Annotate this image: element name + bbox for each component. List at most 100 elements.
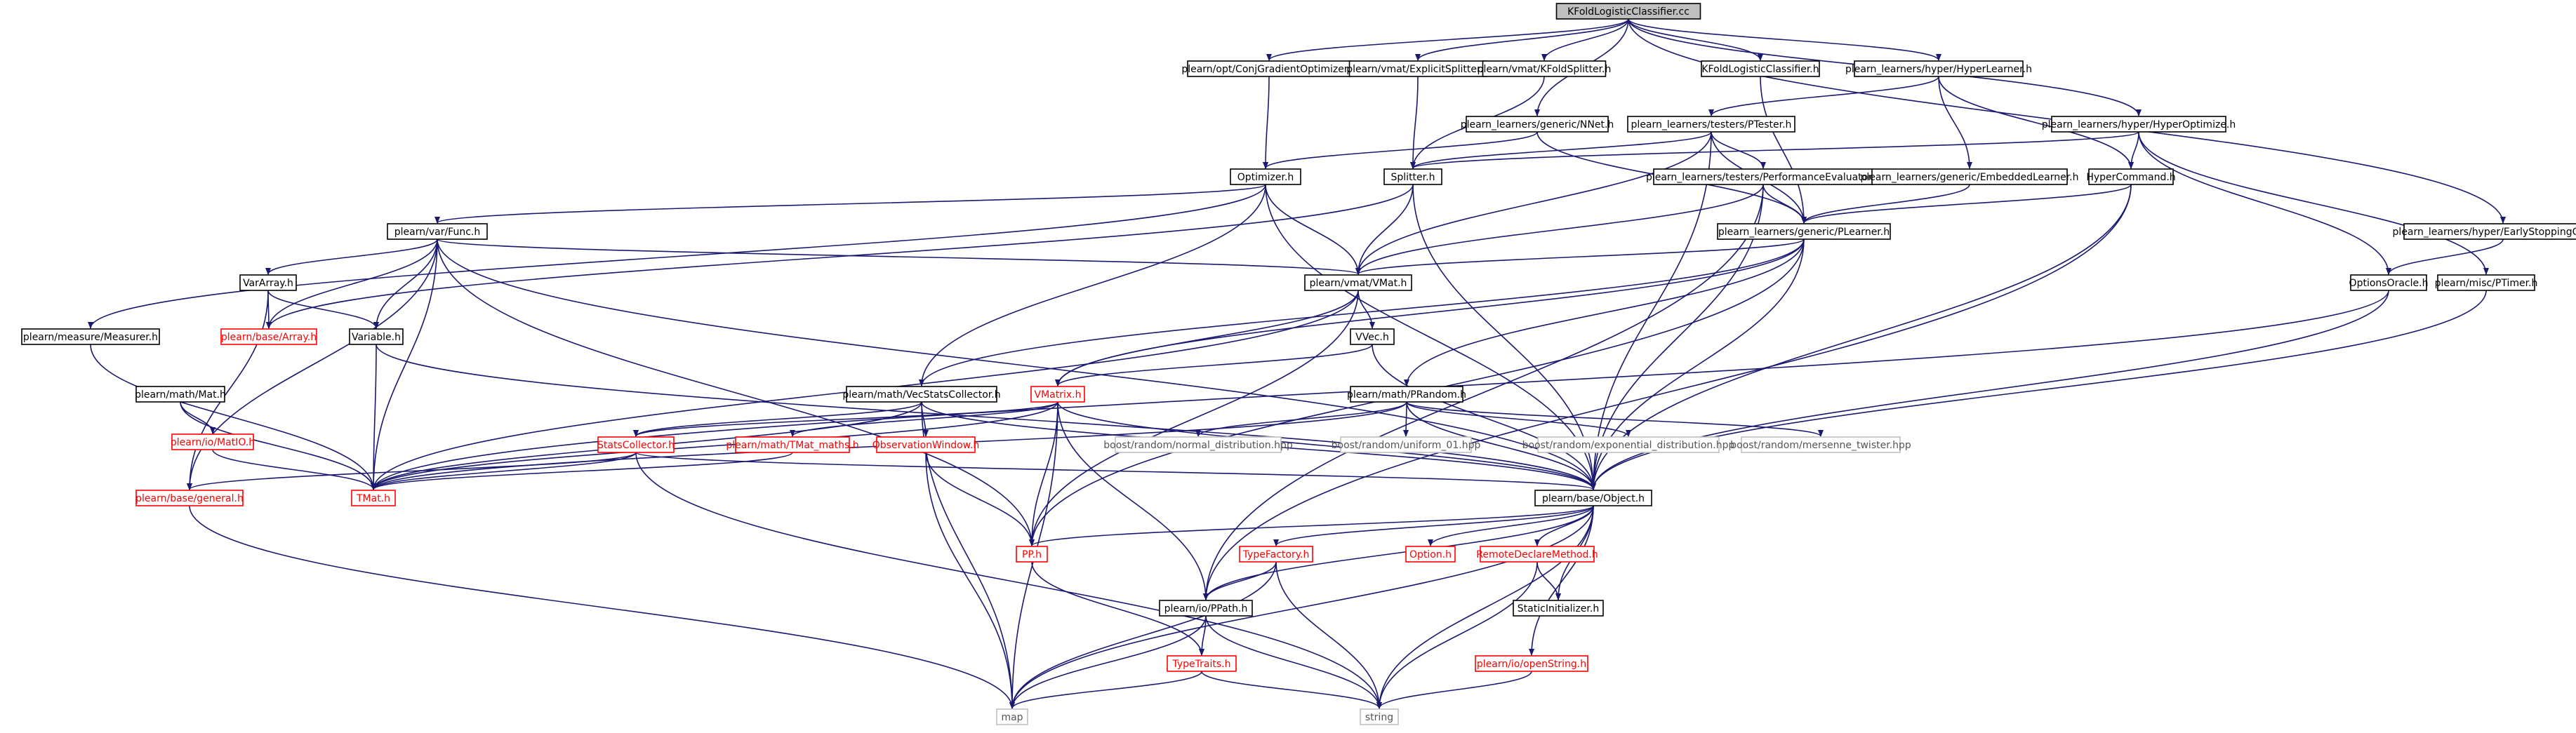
graph-node-obswin[interactable]: ObservationWindow.h [872,436,980,453]
node-box[interactable] [1871,168,2068,185]
node-layer: KFoldLogisticClassifier.cc plearn/opt/Con… [21,3,2576,725]
graph-node-measurer[interactable]: plearn/measure/Measurer.h [21,328,160,345]
graph-node-nnet[interactable]: plearn_learners/generic/NNet.h [1461,116,1614,133]
graph-node-perfeval[interactable]: plearn_learners/testers/PerformanceEvalu… [1646,168,1880,185]
graph-node-hyperlearner[interactable]: plearn_learners/hyper/HyperLearner.h [1845,60,2032,77]
node-box[interactable] [135,490,244,506]
node-box[interactable] [239,274,297,291]
node-box[interactable] [1115,436,1282,453]
graph-node-kflc[interactable]: KFoldLogisticClassifier.h [1701,60,1820,77]
graph-node-plearner[interactable]: plearn_learners/generic/PLearner.h [1717,223,1891,240]
node-box[interactable] [220,328,317,345]
graph-node-cgo[interactable]: plearn/opt/ConjGradientOptimizer.h [1181,60,1357,77]
graph-node-mathmat[interactable]: plearn/math/Mat.h [135,386,226,403]
graph-node-root[interactable]: KFoldLogisticClassifier.cc [1555,3,1701,20]
graph-node-remotedecl[interactable]: RemoteDeclareMethod.h [1476,546,1598,563]
node-box[interactable] [21,328,160,345]
graph-node-normal[interactable]: boost/random/normal_distribution.hpp [1103,436,1293,453]
node-box[interactable] [1360,708,1399,725]
node-box[interactable] [597,436,675,453]
node-box[interactable] [1016,546,1048,563]
graph-node-optimizer[interactable]: Optimizer.h [1230,168,1301,185]
node-label: plearn/math/TMat_maths.h [726,440,858,451]
graph-node-vmatrix[interactable]: VMatrix.h [1030,386,1085,403]
graph-node-early[interactable]: plearn_learners/hyper/EarlyStoppingOracl… [2393,223,2576,240]
node-box[interactable] [846,386,997,403]
graph-node-variable[interactable]: Variable.h [349,328,404,345]
node-box[interactable] [1537,436,1720,453]
node-box[interactable] [876,436,976,453]
graph-node-general[interactable]: plearn/base/general.h [135,490,244,506]
graph-node-statscoll[interactable]: StatsCollector.h [597,436,675,453]
graph-node-optoracle[interactable]: OptionsOracle.h [2349,274,2429,291]
node-box[interactable] [387,223,488,240]
graph-node-expsplit[interactable]: plearn/vmat/ExplicitSplitter.h [1346,60,1489,77]
node-box[interactable] [1534,490,1652,506]
node-box[interactable] [1383,168,1442,185]
node-box[interactable] [135,386,225,403]
node-box[interactable] [1482,60,1607,77]
node-box[interactable] [1350,328,1395,345]
node-box[interactable] [1466,116,1609,133]
graph-node-tmat[interactable]: TMat.h [351,490,396,506]
node-box[interactable] [1627,116,1795,133]
graph-node-expdist[interactable]: boost/random/exponential_distribution.hp… [1522,436,1735,453]
graph-node-mersenne[interactable]: boost/random/mersenne_twister.hpp [1730,436,1911,453]
graph-node-vecstats[interactable]: plearn/math/VecStatsCollector.h [842,386,1001,403]
node-box[interactable] [2051,116,2226,133]
graph-node-hypercmd[interactable]: HyperCommand.h [2086,168,2176,185]
node-box[interactable] [1480,546,1595,563]
node-box[interactable] [351,490,396,506]
node-box[interactable] [1555,3,1701,20]
graph-node-uniform01[interactable]: boost/random/uniform_01.hpp [1332,436,1481,453]
graph-node-map[interactable]: map [996,708,1028,725]
node-box[interactable] [1159,600,1253,617]
graph-node-varfunc[interactable]: plearn/var/Func.h [387,223,488,240]
node-box[interactable] [2350,274,2427,291]
graph-node-ptimer[interactable]: plearn/misc/PTimer.h [2435,274,2538,291]
graph-node-typetraits[interactable]: TypeTraits.h [1167,655,1237,672]
node-box[interactable] [1239,546,1313,563]
node-box[interactable] [171,433,254,450]
graph-node-typefactory[interactable]: TypeFactory.h [1239,546,1313,563]
graph-node-tmatmaths[interactable]: plearn/math/TMat_maths.h [726,436,859,453]
node-box[interactable] [1304,274,1412,291]
node-box[interactable] [1513,600,1604,617]
include-edge-vmat-to-pp [1029,290,1359,546]
node-box[interactable] [1230,168,1301,185]
graph-node-option[interactable]: Option.h [1405,546,1456,563]
graph-node-vararray[interactable]: VarArray.h [239,274,297,291]
graph-node-object[interactable]: plearn/base/Object.h [1534,490,1652,506]
node-box[interactable] [735,436,850,453]
graph-node-openstring[interactable]: plearn/io/openString.h [1475,655,1588,672]
graph-node-hyperopt[interactable]: plearn_learners/hyper/HyperOptimize.h [2042,116,2236,133]
node-box[interactable] [1405,546,1456,563]
node-box[interactable] [1030,386,1085,403]
node-box[interactable] [1854,60,2024,77]
graph-node-matio[interactable]: plearn/io/MatIO.h [171,433,255,450]
graph-node-prandom[interactable]: plearn/math/PRandom.h [1347,386,1466,403]
graph-node-vvec[interactable]: VVec.h [1350,328,1395,345]
graph-node-kfsplit[interactable]: plearn/vmat/KFoldSplitter.h [1478,60,1612,77]
node-box[interactable] [1350,386,1463,403]
node-box[interactable] [2437,274,2535,291]
graph-node-array[interactable]: plearn/base/Array.h [220,328,317,345]
node-box[interactable] [1741,436,1901,453]
node-box[interactable] [1717,223,1891,240]
node-box[interactable] [1167,655,1237,672]
graph-node-staticinit[interactable]: StaticInitializer.h [1513,600,1604,617]
graph-node-pp[interactable]: PP.h [1016,546,1048,563]
node-box[interactable] [996,708,1028,725]
graph-node-vmat[interactable]: plearn/vmat/VMat.h [1304,274,1412,291]
graph-node-ptester[interactable]: plearn_learners/testers/PTester.h [1627,116,1795,133]
graph-node-splitter[interactable]: Splitter.h [1383,168,1442,185]
node-box[interactable] [2403,223,2576,240]
graph-node-ppath[interactable]: plearn/io/PPath.h [1159,600,1253,617]
node-box[interactable] [1340,436,1472,453]
graph-node-embedded[interactable]: plearn_learners/generic/EmbeddedLearner.… [1860,168,2079,185]
node-box[interactable] [1475,655,1588,672]
node-box[interactable] [2088,168,2174,185]
node-box[interactable] [349,328,404,345]
graph-node-string[interactable]: string [1360,708,1399,725]
node-box[interactable] [1701,60,1820,77]
